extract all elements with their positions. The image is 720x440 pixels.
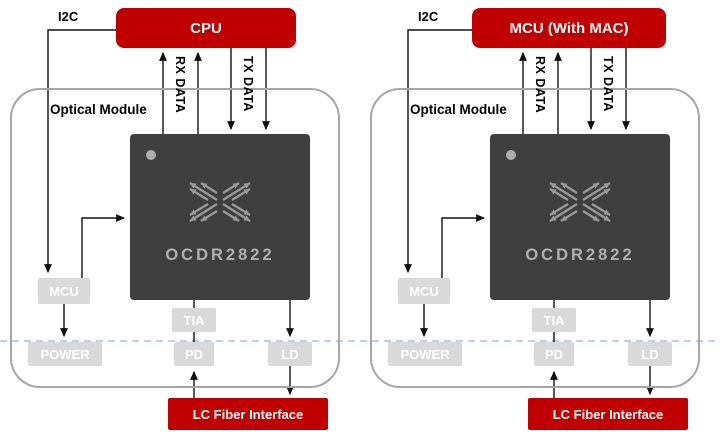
- tia-box: TIA: [172, 308, 216, 332]
- mcu-box: MCU: [398, 278, 450, 304]
- chip: OCDR2822: [490, 134, 670, 300]
- optical-module-label: Optical Module: [50, 102, 147, 117]
- lc-fiber-interface-box: LC Fiber Interface: [528, 398, 688, 430]
- host-box: MCU (With MAC): [472, 8, 666, 48]
- chip-pin1-dot: [146, 150, 156, 160]
- rx-data-label: RX DATA: [173, 56, 187, 114]
- chip-logo-icon: [530, 168, 630, 238]
- optical-module-label: Optical Module: [410, 102, 507, 117]
- chip-name: OCDR2822: [165, 246, 275, 264]
- optical-module-outline: Optical Module: [10, 88, 340, 388]
- chip-name: OCDR2822: [525, 246, 635, 264]
- mcu-box: MCU: [38, 278, 90, 304]
- chip-pin1-dot: [506, 150, 516, 160]
- ld-box: LD: [268, 342, 312, 366]
- lc-fiber-interface-box: LC Fiber Interface: [168, 398, 328, 430]
- chip: OCDR2822: [130, 134, 310, 300]
- i2c-label: I2C: [418, 9, 439, 24]
- tia-box: TIA: [532, 308, 576, 332]
- power-box: POWER: [388, 342, 462, 366]
- rx-data-label: RX DATA: [533, 56, 547, 114]
- i2c-label: I2C: [58, 9, 79, 24]
- host-box: CPU: [116, 8, 296, 48]
- chip-logo-icon: [170, 168, 270, 238]
- optical-module-outline: Optical Module: [370, 88, 700, 388]
- left-diagram: CPU I2C Optical Module RX DATA TX DATA: [10, 8, 340, 430]
- pd-box: PD: [174, 342, 214, 366]
- ld-box: LD: [628, 342, 672, 366]
- pd-box: PD: [534, 342, 574, 366]
- tx-data-label: TX DATA: [601, 56, 615, 112]
- tx-data-label: TX DATA: [241, 56, 255, 112]
- power-box: POWER: [28, 342, 102, 366]
- right-diagram: MCU (With MAC) I2C Optical Module RX DAT…: [360, 0, 720, 440]
